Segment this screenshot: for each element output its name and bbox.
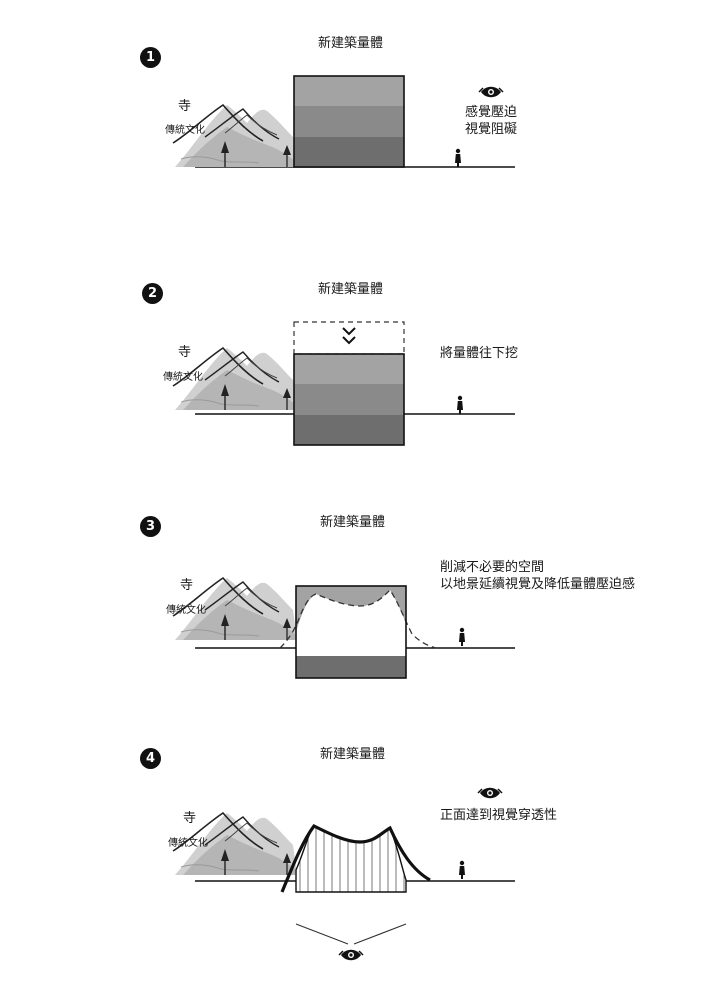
temple-label: 寺 [180, 578, 194, 593]
step-number-badge: 4 [140, 748, 161, 769]
temple-label: 寺 [178, 99, 192, 114]
building-volume [293, 353, 405, 446]
person-figure-icon [459, 860, 465, 879]
note-line-1: 正面達到視覺穿透性 [440, 808, 558, 823]
building-volume-title: 新建築量體 [318, 282, 384, 297]
step-number-badge: 2 [142, 283, 163, 304]
building-volume-title: 新建築量體 [320, 747, 386, 762]
eye-icon [477, 787, 503, 799]
traditional-culture-label: 傳統文化 [166, 605, 206, 616]
eye-icon [338, 949, 364, 961]
double-chevron-down-icon [342, 327, 356, 345]
view-cone [295, 923, 407, 945]
person-figure-icon [459, 627, 465, 646]
building-volume-title: 新建築量體 [318, 36, 384, 51]
landscape-roof-curve [280, 823, 431, 893]
building-volume [279, 585, 437, 679]
note-line-2: 以地景延續視覺及降低量體壓迫感 [440, 577, 636, 592]
panel-2 [172, 321, 515, 446]
person-figure-icon [457, 395, 463, 414]
traditional-culture-label: 傳統文化 [165, 125, 205, 136]
note-line-2: 視覺阻礙 [465, 122, 518, 137]
building-volume [293, 75, 405, 168]
building-volume [280, 823, 431, 893]
original-volume-outline [293, 321, 405, 355]
panel-1 [172, 75, 515, 168]
landscape-curve [279, 588, 437, 649]
step-number-badge: 3 [140, 516, 161, 537]
note-line-1: 削減不必要的空間 [440, 560, 545, 575]
eye-icon [478, 86, 504, 98]
step-number-badge: 1 [140, 47, 161, 68]
temple-label: 寺 [178, 345, 192, 360]
traditional-culture-label: 傳統文化 [163, 372, 203, 383]
panel-4 [172, 787, 515, 961]
note-line-1: 將量體往下挖 [440, 346, 519, 361]
temple-label: 寺 [183, 811, 197, 826]
note-line-1: 感覺壓迫 [465, 105, 518, 120]
building-volume-title: 新建築量體 [320, 515, 386, 530]
panel-3 [172, 577, 515, 679]
person-figure-icon [455, 148, 461, 167]
traditional-culture-label: 傳統文化 [168, 838, 208, 849]
